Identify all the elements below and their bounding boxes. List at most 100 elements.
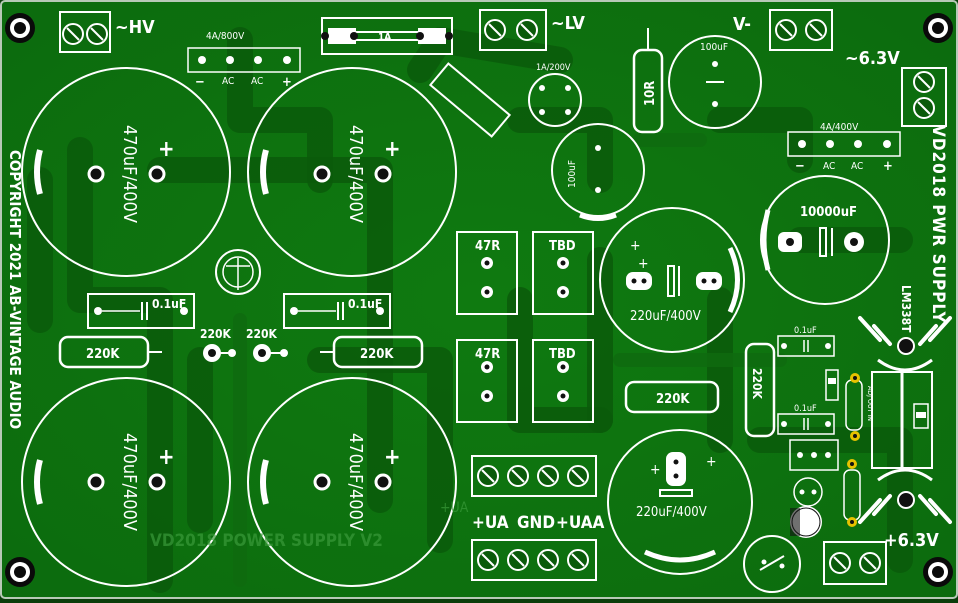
- resistor-220k-2-label: 220K: [360, 347, 394, 362]
- faint-ua-text: +UA: [440, 500, 469, 516]
- ntc-component: [428, 62, 512, 138]
- lv-terminal: ~LV: [479, 9, 585, 51]
- cap-470uf-1-plus: +: [158, 137, 175, 162]
- lv-bridge-rectifier: 1A/200V: [528, 63, 582, 127]
- small-transistor: [793, 477, 823, 507]
- vminus-terminal: V-: [733, 9, 833, 51]
- resistor-47r-1: 47R: [456, 231, 518, 315]
- output-label-uaa: +UAA: [556, 513, 605, 533]
- film-cap-small-1-label: 0.1uF: [794, 326, 817, 336]
- resistor-220k-4-label: 220K: [246, 327, 278, 341]
- faint-board-text: VD2018 POWER SUPPLY V2: [150, 531, 383, 551]
- cap-470uf-3: + 470uF/400V: [21, 377, 231, 587]
- hv-bridge-pin-3: AC: [251, 76, 263, 87]
- cap-470uf-1: + 470uF/400V: [21, 67, 231, 277]
- resistor-220k-5: 220K: [624, 380, 720, 414]
- cap-220uf-1: + + 220uF/400V: [599, 207, 745, 353]
- film-cap-1: 0.1uF: [87, 293, 195, 329]
- cap-220uf-2: + + 220uF/400V: [607, 429, 753, 575]
- hv-bridge-pin-2: AC: [222, 76, 234, 87]
- cap-100uf-lv-label: 100uF: [567, 160, 578, 188]
- resistor-220k-1-label: 220K: [86, 347, 120, 362]
- cap-470uf-3-label: 470uF/400V: [119, 433, 140, 531]
- v63-top-label: ~6.3V: [845, 48, 900, 69]
- cap-470uf-2-plus: +: [384, 137, 401, 162]
- copyright-text: COPYRIGHT 2021 AB-VINTAGE AUDIO: [6, 150, 24, 429]
- resistor-220k-4: 220K: [246, 327, 288, 362]
- heater-bridge-rating: 4A/400V: [820, 122, 859, 133]
- hv-bridge-rating: 4A/800V: [206, 31, 245, 42]
- resistor-220k-5-label: 220K: [656, 392, 690, 407]
- heater-bridge-pin-4: +: [883, 159, 893, 174]
- cap-220uf-1-plus-b: +: [638, 256, 649, 272]
- cap-220uf-1-label: 220uF/400V: [630, 309, 701, 324]
- resistor-220k-6-label: 220K: [750, 368, 764, 400]
- cap-100uf-top-label: 100uF: [700, 42, 728, 53]
- tube-logo: [215, 249, 261, 295]
- output-label-gnd: GND: [517, 513, 555, 533]
- resistor-220k-1: 220K: [58, 335, 162, 369]
- film-cap-small-2: 0.1uF: [777, 404, 835, 435]
- hv-bridge-pin-4: +: [282, 75, 292, 90]
- vminus-label: V-: [733, 14, 751, 35]
- hv-terminal: ~HV: [59, 11, 155, 53]
- cap-round-bottom: [743, 535, 801, 593]
- mounting-holes: [5, 13, 953, 587]
- resistor-tbd-1: TBD: [532, 231, 594, 315]
- film-cap-2-label: 0.1uF: [348, 297, 382, 311]
- lv-bridge-rating: 1A/200V: [536, 63, 571, 73]
- heater-input-terminal: ~6.3V: [845, 48, 947, 127]
- cap-470uf-4-label: 470uF/400V: [345, 433, 366, 531]
- heater-bridge-pin-2: AC: [823, 161, 835, 172]
- resistor-220k-3: 220K: [200, 327, 236, 362]
- cap-470uf-2-label: 470uF/400V: [345, 125, 366, 223]
- fuse-label: 1A: [378, 32, 391, 43]
- resistor-tbd-1-label: TBD: [549, 239, 576, 254]
- hv-label: ~HV: [115, 17, 155, 38]
- cap-470uf-4-plus: +: [384, 445, 401, 470]
- cap-220uf-2-plus-b: +: [706, 454, 717, 470]
- resistor-small-1: [845, 373, 863, 441]
- small-electrolytic: [790, 506, 822, 538]
- diode-1: [825, 369, 839, 401]
- hv-bridge-rectifier: 4A/800V − AC AC +: [187, 31, 301, 90]
- lv-label: ~LV: [551, 13, 585, 34]
- regulator-part: LM338T: [899, 285, 913, 333]
- resistor-tbd-2: TBD: [532, 339, 594, 423]
- resistor-220k-6: 220K: [744, 342, 776, 438]
- resistor-47r-2-label: 47R: [475, 347, 500, 362]
- cap-220uf-2-plus-a: +: [650, 462, 661, 478]
- resistor-10r-label: 10R: [643, 81, 658, 106]
- heater-output-terminal: [823, 541, 887, 585]
- heater-bridge-pin-1: −: [795, 159, 805, 174]
- output-label-ua: +UA: [472, 513, 509, 533]
- resistor-small-2: [843, 459, 861, 527]
- hv-bridge-pin-1: −: [195, 75, 205, 90]
- cap-470uf-4: + 470uF/400V: [247, 377, 457, 587]
- cap-100uf-top: 100uF: [668, 35, 762, 129]
- heatsink: ADJ OUT IN: [858, 316, 952, 524]
- cap-10000uf: 10000uF: [760, 175, 890, 305]
- film-cap-1-label: 0.1uF: [152, 297, 186, 311]
- resistor-tbd-2-label: TBD: [549, 347, 576, 362]
- heater-bridge-rectifier: 4A/400V − AC AC +: [787, 122, 901, 174]
- resistor-220k-2: 220K: [320, 335, 424, 369]
- resistor-10r: 10R: [632, 28, 664, 134]
- trimmer-resistor: [789, 439, 839, 471]
- cap-220uf-2-label: 220uF/400V: [636, 505, 707, 520]
- output-terminal-top: [471, 455, 597, 497]
- heater-bridge-pin-3: AC: [851, 161, 863, 172]
- board-title: VD2018 PWR SUPPLY: [928, 125, 948, 324]
- cap-220uf-1-plus-a: +: [630, 238, 641, 254]
- cap-470uf-3-plus: +: [158, 445, 175, 470]
- resistor-47r-1-label: 47R: [475, 239, 500, 254]
- resistor-220k-3-label: 220K: [200, 327, 232, 341]
- cap-470uf-1-label: 470uF/400V: [119, 125, 140, 223]
- cap-470uf-2: + 470uF/400V: [247, 67, 457, 277]
- fuse-holder: 1A: [321, 17, 453, 55]
- cap-100uf-lv: 100uF: [551, 123, 645, 221]
- film-cap-small-2-label: 0.1uF: [794, 404, 817, 414]
- film-cap-small-1: 0.1uF: [777, 326, 835, 357]
